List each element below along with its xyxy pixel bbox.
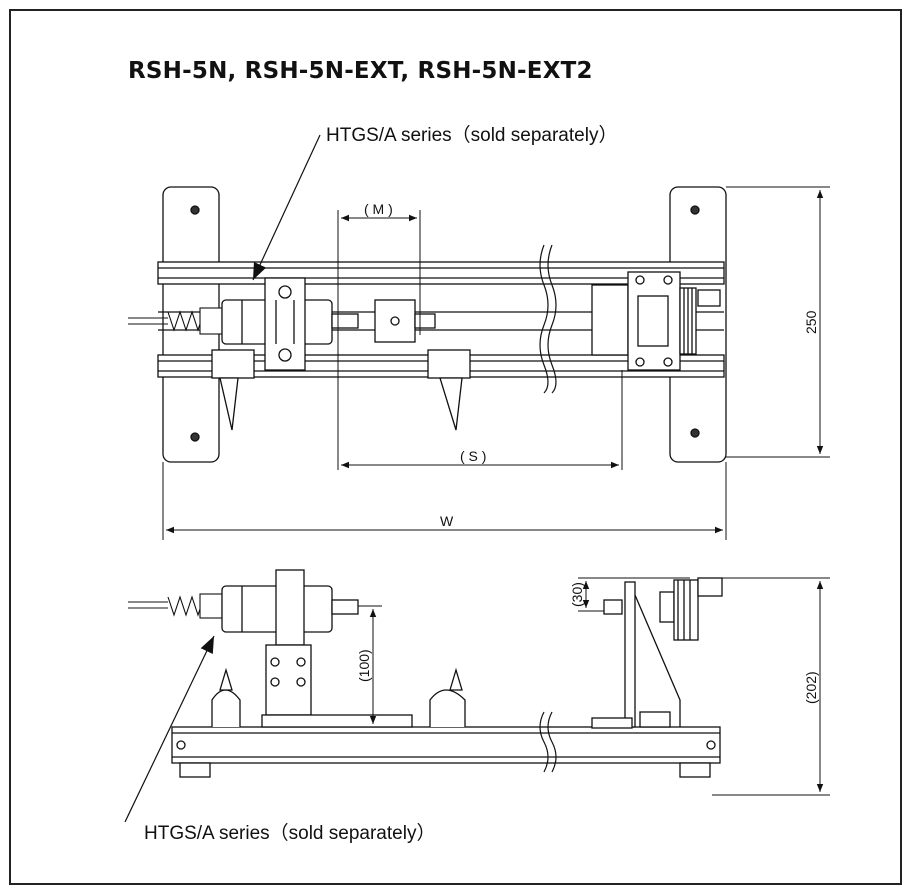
dim-label-202: (202) [803, 671, 819, 704]
leader-arrow-top [252, 134, 321, 281]
dimension-30 [578, 577, 690, 612]
dimension-202 [712, 577, 830, 796]
attachment-top [374, 299, 436, 343]
side-view [124, 569, 830, 823]
dim-label-m: ( M ) [364, 201, 393, 217]
gauge-stand [261, 644, 413, 728]
dim-label-s: ( S ) [460, 448, 486, 464]
dimension-100 [358, 605, 382, 724]
dimension-w [162, 462, 727, 540]
left-side-plate [162, 186, 220, 463]
dim-label-w: W [440, 513, 454, 529]
dim-label-250: 250 [803, 310, 819, 334]
dimension-m [337, 210, 421, 470]
clamp-lever-left [211, 349, 255, 431]
drawing-frame [9, 9, 902, 885]
leader-arrow-bottom [124, 635, 215, 823]
cable-side [128, 593, 223, 619]
top-view [128, 134, 830, 540]
base-plate [171, 726, 721, 778]
clamp-side-right [429, 667, 466, 727]
force-gauge-top [221, 277, 359, 371]
dimension-250 [726, 186, 830, 458]
callout-top-label: HTGS/A series（sold separately） [326, 125, 618, 146]
callout-bottom-label: HTGS/A series（sold separately） [144, 823, 436, 844]
break-marks-top [539, 244, 557, 394]
break-marks-side [539, 711, 557, 773]
dim-label-100: (100) [356, 649, 372, 682]
dimension-s [341, 370, 623, 470]
clamp-side-left [211, 667, 241, 727]
dim-label-30: (30) [569, 582, 585, 607]
stage-side [591, 577, 723, 729]
stage-top [591, 271, 721, 371]
clamp-lever-right [427, 349, 471, 431]
right-side-plate [669, 186, 727, 463]
drawing-title: RSH-5N, RSH-5N-EXT, RSH-5N-EXT2 [128, 58, 593, 84]
force-gauge-side [221, 569, 359, 646]
